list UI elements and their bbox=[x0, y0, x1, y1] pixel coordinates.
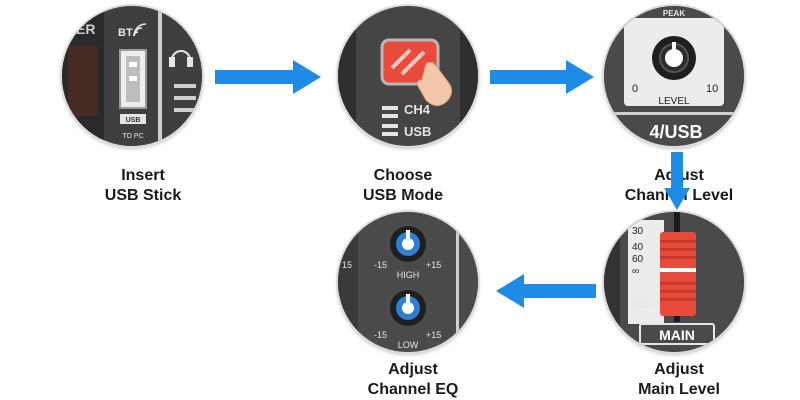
high-label: HIGH bbox=[397, 270, 420, 280]
step-main-level-image: 30 40 60 ∞ MAX MAIN bbox=[604, 212, 744, 352]
step-channel-level-image: PEAK 0 10 LEVEL 4/USB bbox=[604, 6, 744, 146]
level-min-label: 0 bbox=[632, 83, 638, 95]
caption-main-level: Adjust Main Level bbox=[594, 360, 764, 400]
level-max-label: 10 bbox=[706, 83, 718, 95]
to-pc-label: TO PC bbox=[122, 133, 143, 140]
high-max-label: +15 bbox=[426, 260, 441, 270]
usb-mode-label: USB bbox=[404, 124, 431, 139]
arrow-right-icon bbox=[490, 60, 596, 94]
caption-line-1: Choose bbox=[318, 166, 488, 186]
partial-label: ER bbox=[76, 21, 95, 37]
step-insert-usb-image: ER BT USB TO PC bbox=[62, 6, 202, 146]
scale-60: 60 bbox=[632, 254, 644, 265]
peak-label: PEAK bbox=[663, 9, 685, 18]
ch4-label: CH4 bbox=[404, 102, 431, 117]
caption-line-1: Insert bbox=[58, 166, 228, 186]
scale-30: 30 bbox=[632, 226, 644, 237]
arrow-down-icon bbox=[664, 152, 690, 210]
scale-40: 40 bbox=[632, 242, 644, 253]
eq-high-knob bbox=[390, 226, 426, 262]
low-max-label: +15 bbox=[426, 330, 441, 340]
usb-label: USB bbox=[126, 117, 141, 124]
bt-label: BT bbox=[118, 27, 133, 39]
caption-line-1: Adjust bbox=[328, 360, 498, 380]
main-label: MAIN bbox=[659, 327, 695, 343]
step-channel-eq-image: 15 -15 +15 HIGH -15 +15 LOW bbox=[338, 212, 478, 352]
caption-line-2: Main Level bbox=[594, 380, 764, 400]
caption-choose-usb-mode: Choose USB Mode bbox=[318, 166, 488, 206]
caption-insert-usb: Insert USB Stick bbox=[58, 166, 228, 206]
low-label: LOW bbox=[398, 340, 419, 350]
step-choose-usb-mode-image: CH4 USB bbox=[338, 6, 478, 146]
high-min-label: -15 bbox=[374, 260, 387, 270]
usb-port-icon bbox=[120, 50, 146, 108]
eq-low-knob bbox=[390, 290, 426, 326]
fader-max-label: MAX bbox=[632, 300, 652, 310]
side-label: 15 bbox=[342, 260, 352, 270]
level-knob bbox=[652, 36, 696, 80]
caption-line-1: Adjust bbox=[594, 360, 764, 380]
arrow-left-icon bbox=[496, 274, 596, 308]
caption-line-2: USB Mode bbox=[318, 186, 488, 206]
main-fader-cap bbox=[660, 232, 696, 316]
level-label: LEVEL bbox=[658, 96, 690, 107]
caption-channel-eq: Adjust Channel EQ bbox=[328, 360, 498, 400]
low-min-label: -15 bbox=[374, 330, 387, 340]
caption-line-2: Channel EQ bbox=[328, 380, 498, 400]
channel-label: 4/USB bbox=[649, 122, 702, 142]
caption-line-2: USB Stick bbox=[58, 186, 228, 206]
arrow-right-icon bbox=[215, 60, 323, 94]
scale-infinity: ∞ bbox=[632, 266, 639, 277]
